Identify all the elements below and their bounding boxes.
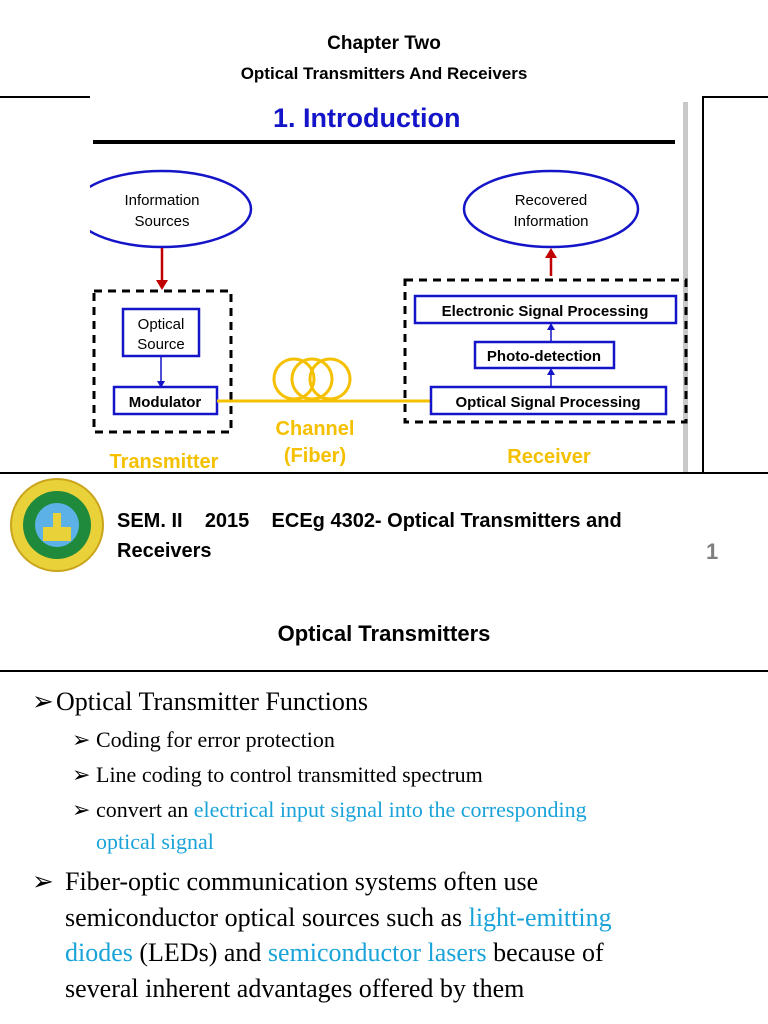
fiber-line-2-pre: semiconductor optical sources such as [65, 902, 469, 932]
modulator-box [112, 385, 219, 416]
sub-bullet-3: ➢convert an electrical input signal into… [72, 794, 752, 858]
transmitter-label: Transmitter [110, 451, 219, 472]
electronic-sp-box [413, 294, 678, 325]
photo-detection-box [473, 340, 616, 370]
sub-bullet-3-highlight-b: optical signal [96, 829, 214, 854]
receiver-label: Receiver [507, 446, 591, 468]
fiber-line-3-highlight-2: semiconductor lasers [267, 938, 487, 967]
footer-course-title-2: Receivers [117, 540, 212, 562]
university-logo [10, 478, 104, 572]
frame-line-right [702, 96, 704, 472]
sub-bullet-1: ➢Coding for error protection [72, 724, 335, 756]
electronic-sp-label: Electronic Signal Processing [442, 303, 649, 320]
arrow-up-red-head [545, 248, 557, 258]
footer-sem: SEM. II [117, 510, 183, 532]
fiber-line-3-mid: (LEDs) and [132, 938, 268, 967]
fiber-line-1: Fiber-optic communication systems often … [65, 867, 539, 896]
bullet-arrow-icon: ➢ [32, 867, 54, 896]
recovered-ellipse [462, 169, 640, 249]
optical-source-label-2: Source [137, 336, 185, 353]
bullet-arrow-icon: ➢ [72, 727, 91, 752]
footer-course-title: ECEg 4302- Optical Transmitters and [271, 510, 622, 532]
footer-year: 2015 [204, 510, 250, 532]
diagram-heading: 1. Introduction [273, 103, 460, 133]
bullet-arrow-icon: ➢ [32, 687, 54, 716]
optical-source-label-1: Optical [138, 316, 185, 333]
section-title: Optical Transmitters [277, 621, 491, 646]
receiver-box [403, 278, 688, 424]
block-diagram: 1. Introduction Information Sources Reco… [90, 96, 690, 472]
recovered-label-1: Recovered [515, 192, 588, 209]
frame-line-top-right [702, 96, 768, 98]
arrow-down-red-head [156, 280, 168, 290]
chapter-subtitle: Optical Transmitters And Receivers [240, 64, 528, 83]
fiber-coil-1 [272, 357, 316, 401]
bullet-arrow-icon: ➢ [72, 762, 91, 787]
fiber-line-2-highlight: light-emitting [468, 902, 612, 932]
recovered-label-2: Information [513, 213, 588, 230]
chapter-title: Chapter Two [327, 33, 441, 54]
bullet-functions-text: Optical Transmitter Functions [56, 687, 368, 716]
channel-label-1: Channel [276, 418, 355, 440]
sub-bullet-3-pre: convert an [96, 797, 194, 822]
info-sources-label-1: Information [124, 192, 199, 209]
frame-line-top-left [0, 96, 90, 98]
fiber-line-3-post: because of [486, 938, 604, 967]
fiber-line-3-highlight: diodes [65, 938, 133, 967]
frame-line-bottom [0, 472, 768, 474]
channel-label-2: (Fiber) [284, 445, 346, 467]
footer-course: SEM. II 2015 ECEg 4302- Optical Transmit… [117, 506, 622, 566]
fiber-line-4: several inherent advantages offered by t… [65, 973, 525, 1003]
bullet-functions: ➢Optical Transmitter Functions [32, 685, 368, 719]
info-sources-label-2: Sources [134, 213, 189, 230]
section-rule [0, 670, 768, 672]
sub-bullet-3-highlight-a: electrical input signal into the corresp… [193, 797, 587, 822]
optical-sp-box [429, 385, 668, 416]
optical-sp-label: Optical Signal Processing [455, 394, 640, 411]
sub-bullet-2-text: Line coding to control transmitted spect… [96, 762, 483, 787]
info-sources-ellipse [90, 169, 253, 249]
photo-detection-label: Photo-detection [487, 348, 601, 365]
fiber-coil-2 [290, 357, 334, 401]
modulator-label: Modulator [129, 394, 202, 411]
sub-bullet-1-text: Coding for error protection [96, 727, 335, 752]
heading-rule [93, 140, 675, 144]
bullet-arrow-icon: ➢ [72, 797, 91, 822]
bullet-fiber-optic: ➢ Fiber-optic communication systems often… [32, 864, 762, 1006]
sub-bullet-2: ➢Line coding to control transmitted spec… [72, 759, 483, 791]
page-number: 1 [706, 539, 719, 564]
fiber-coil-3 [308, 357, 352, 401]
